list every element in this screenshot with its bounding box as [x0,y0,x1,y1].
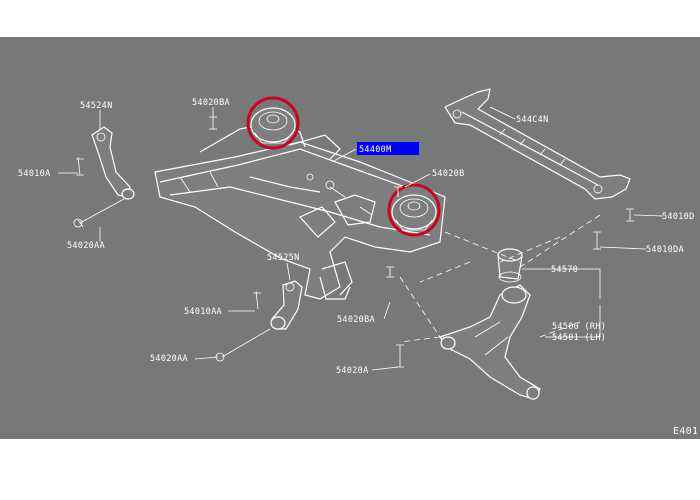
label-544C4N: 544C4N [516,115,549,125]
label-54500-RH: 54500 (RH) [552,322,606,332]
dashed-guides [399,214,601,343]
label-54010D: 54010D [662,212,695,222]
label-54010AA: 54010AA [184,307,222,317]
rear-brace-drawing [444,88,631,200]
highlight-circle-rear-mount [387,183,441,237]
link-54525N-drawing [215,280,303,362]
label-54010A: 54010A [18,169,51,179]
label-54020AA-bottom: 54020AA [150,354,188,364]
label-54020AA-left: 54020AA [67,241,105,251]
rear-mount-bushing [391,194,437,231]
label-54020BA-top: 54020BA [192,98,230,108]
bushing-54570-drawing [497,248,523,283]
figure-code: E401 [673,426,698,437]
label-54524N: 54524N [80,101,113,111]
bolts-drawing [209,116,634,368]
label-54400M[interactable]: 54400M [359,145,392,155]
link-54524N-drawing [73,126,135,228]
selected-part-highlight [357,142,419,155]
label-54020BA-mid: 54020BA [337,315,375,325]
parts-diagram-svg: 54524N 54020BA 54400M 544C4N 54010A 5402… [18,88,698,437]
label-54525N: 54525N [267,253,300,263]
front-mount-bushing [250,107,296,144]
highlight-circle-front-mount [246,96,300,150]
label-54570: 54570 [551,265,578,275]
label-54020A: 54020A [336,366,369,376]
label-54501-LH: 54501 (LH) [552,333,606,343]
leader-lines [58,106,664,371]
control-arm-drawing [438,284,541,400]
label-54010DA: 54010DA [646,245,684,255]
parts-diagram: 54524N 54020BA 54400M 544C4N 54010A 5402… [0,37,700,439]
label-54020B: 54020B [432,169,465,179]
subframe-drawing [154,121,446,300]
